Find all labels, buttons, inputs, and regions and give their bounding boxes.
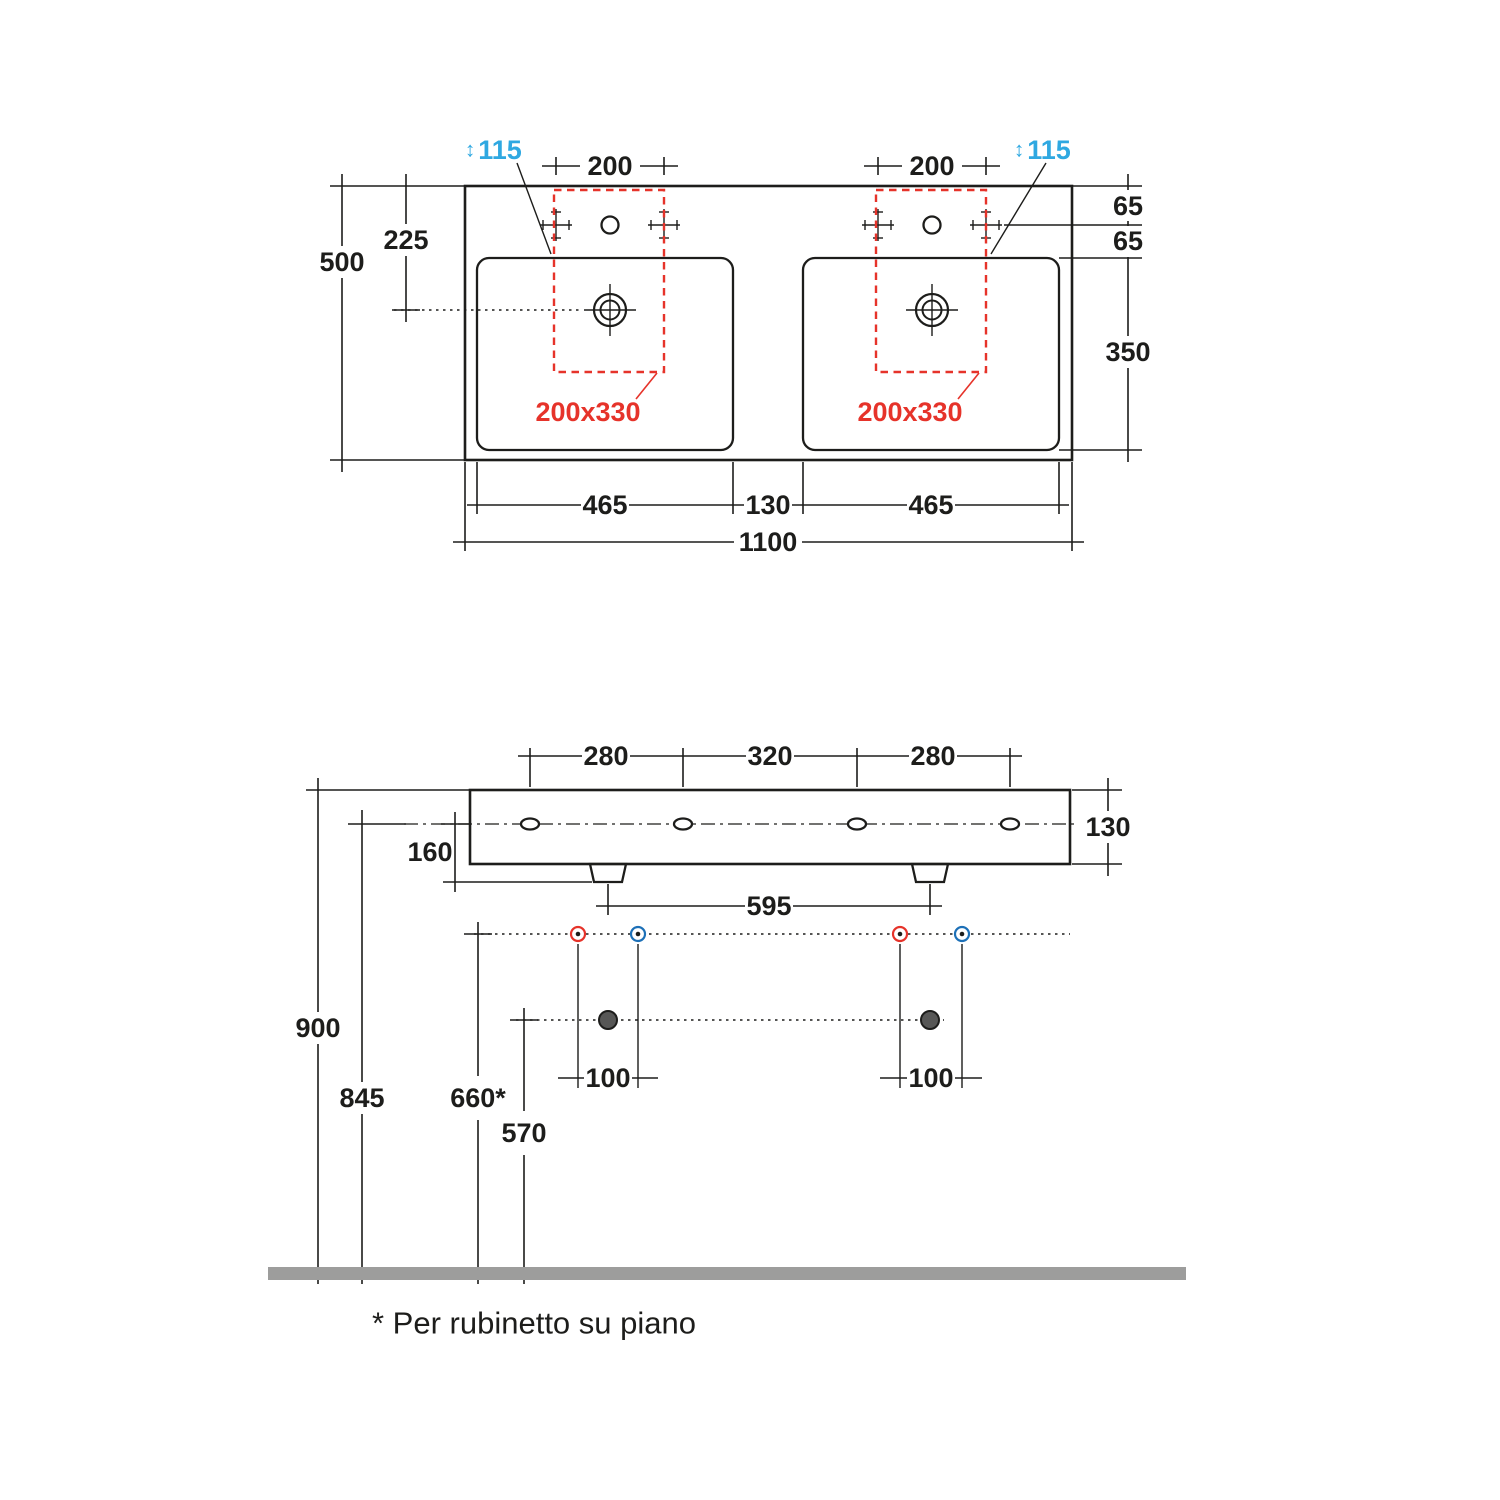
dim-rim-height: 900: [295, 1013, 340, 1043]
dim-tap-depth-left: 115: [478, 135, 522, 165]
cutout-templates: [552, 188, 988, 400]
dim-drain-pitch: 595: [746, 891, 791, 921]
dim-basin-width-left: 465: [582, 490, 627, 520]
front-dimension-lines: [304, 748, 1122, 1284]
center-tap-hole-icon: [922, 215, 942, 235]
plan-dimension-labels: ↕ 115 ↕ 115 200 200 500 225 65 65 350 20…: [319, 135, 1150, 557]
dim-cutout-right: 200x330: [857, 397, 962, 427]
fixing-hole-icon: [999, 817, 1021, 831]
dim-basin-gap: 130: [745, 490, 790, 520]
tap-crosshair-icon: [861, 208, 895, 242]
drain-icon-right: [904, 282, 960, 338]
cutout-dashed-rect-left: [552, 188, 666, 374]
footnote: * Per rubinetto su piano: [372, 1306, 696, 1341]
dim-front-to-drain: 225: [383, 225, 428, 255]
dim-hole-pitch-center: 320: [747, 741, 792, 771]
cold-water-icon: [953, 925, 971, 943]
updown-arrow-icon: ↕: [465, 139, 476, 162]
center-tap-hole-icon: [600, 215, 620, 235]
dim-hole-pitch-right: 280: [910, 741, 955, 771]
floor-line: [268, 1267, 1186, 1280]
plan-view: ↕ 115 ↕ 115 200 200 500 225 65 65 350 20…: [319, 135, 1150, 557]
dim-overall-width: 1100: [739, 527, 798, 557]
hot-water-icon: [569, 925, 587, 943]
dim-hole-to-bracket: 160: [407, 837, 452, 867]
updown-arrow-icon: ↕: [1014, 139, 1025, 162]
dim-tap-pitch-left: 200: [587, 151, 632, 181]
dim-tap-depth-right: 115: [1027, 135, 1071, 165]
plan-basin-left: [475, 256, 735, 452]
cutout-leader-left: [635, 372, 658, 400]
cold-water-icon: [629, 925, 647, 943]
fixing-hole-icon: [846, 817, 868, 831]
waste-outlet-icon: [598, 1010, 618, 1030]
front-view: 280 320 280 130 160 595 900 845 660* 570…: [268, 741, 1186, 1341]
dim-waste-height: 570: [501, 1118, 546, 1148]
dim-body-height: 130: [1085, 812, 1130, 842]
dim-hole-pitch-left: 280: [583, 741, 628, 771]
drain-icons: [582, 282, 960, 338]
dim-fixing-height: 845: [339, 1083, 384, 1113]
dim-supply-pitch-left: 100: [585, 1063, 630, 1093]
dim-basin-front-depth: 350: [1105, 337, 1150, 367]
drain-boss-left: [588, 862, 628, 884]
fixing-hole-icon: [672, 817, 694, 831]
drain-icon-left: [582, 282, 638, 338]
dim-supply-height: 660*: [450, 1083, 506, 1113]
dim-cutout-left: 200x330: [535, 397, 640, 427]
drain-boss-right: [910, 862, 950, 884]
tap-hole-icons: [539, 208, 1003, 242]
hot-water-icon: [891, 925, 909, 943]
front-dimension-labels: 280 320 280 130 160 595 900 845 660* 570…: [295, 741, 1130, 1148]
dim-rim-to-tap: 65: [1113, 191, 1143, 221]
fixing-hole-icon: [519, 817, 541, 831]
plan-basin-right: [801, 256, 1061, 452]
plan-dimension-lines: [330, 157, 1142, 551]
plan-sink-outline: [463, 184, 1074, 462]
cutout-dashed-rect-right: [874, 188, 988, 374]
dim-tap-pitch-right: 200: [909, 151, 954, 181]
dim-overall-depth: 500: [319, 247, 364, 277]
dim-basin-width-right: 465: [908, 490, 953, 520]
fixing-hole-icons: [519, 817, 1021, 831]
front-body-outline: [468, 788, 1072, 866]
dim-tap-to-basin: 65: [1113, 226, 1143, 256]
waste-outlet-icon: [920, 1010, 940, 1030]
dim-supply-pitch-right: 100: [908, 1063, 953, 1093]
cutout-leader-right: [957, 372, 980, 400]
